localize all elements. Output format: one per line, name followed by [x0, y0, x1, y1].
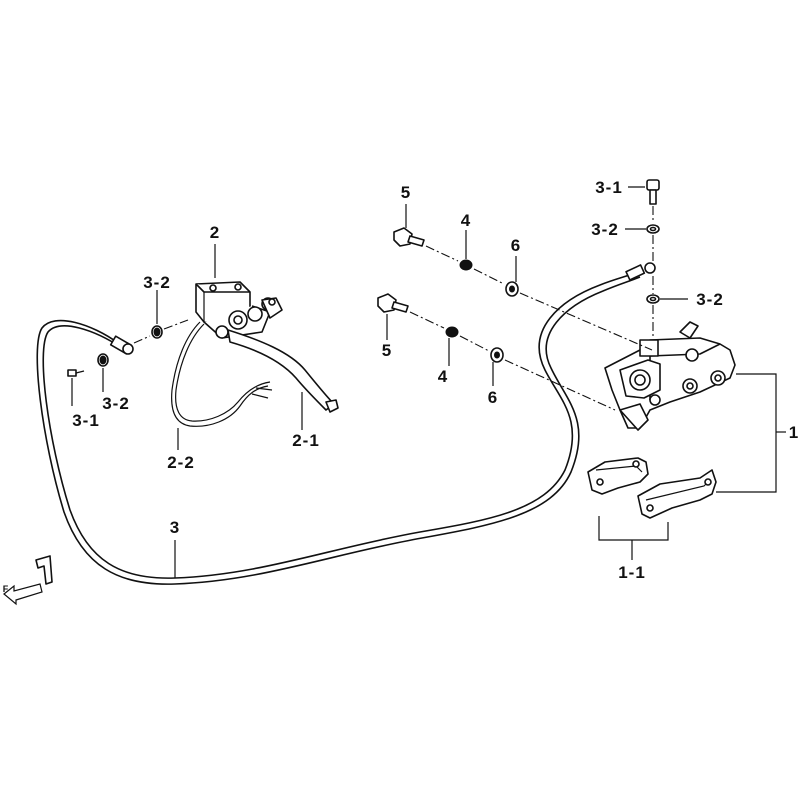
- spacer-upper: [459, 259, 473, 271]
- label-bolt-5-upper: 5: [401, 183, 411, 202]
- mount-bolt-upper: [393, 227, 425, 247]
- label-spacer-4-upper: 4: [461, 211, 471, 230]
- right-banjo-bolt: [646, 179, 660, 205]
- front-direction-arrow-icon: [3, 555, 53, 606]
- label-caliper-1: 1: [789, 423, 799, 442]
- left-banjo-bolt: [67, 369, 85, 377]
- label-washer-6-lower: 6: [488, 388, 498, 407]
- label-washer-3-2-left-lower: 3-2: [102, 394, 130, 413]
- washer-upper: [505, 281, 519, 297]
- label-front-marker: F: [3, 584, 10, 594]
- master-cylinder: [171, 281, 339, 427]
- brake-pad-right: [637, 469, 717, 519]
- label-washer-3-2-left: 3-2: [143, 273, 171, 292]
- label-bolt-3-1-left: 3-1: [72, 411, 100, 430]
- brake-hose: [36, 262, 656, 585]
- left-washer-lower: [97, 353, 109, 367]
- label-washer-3-2-right-top: 3-2: [591, 220, 619, 239]
- label-bolt-3-1-right: 3-1: [595, 178, 623, 197]
- right-washer-lower: [646, 294, 660, 304]
- label-washer-3-2-right-mid: 3-2: [696, 290, 724, 309]
- assembly-line-lower: [409, 311, 616, 411]
- label-master-cylinder: 2: [210, 223, 220, 242]
- label-pads-1-1: 1-1: [618, 563, 646, 582]
- leader-lines: [71, 186, 786, 578]
- washer-lower: [490, 347, 504, 363]
- brake-caliper: [604, 321, 736, 431]
- assembly-line-upper: [425, 245, 653, 351]
- label-washer-6-upper: 6: [511, 236, 521, 255]
- left-assembly-line-upper: [133, 319, 189, 344]
- spacer-lower: [445, 326, 459, 338]
- left-washer-upper: [151, 325, 163, 339]
- label-switch-2-2: 2-2: [167, 453, 195, 472]
- brake-pad-left: [587, 457, 649, 495]
- label-hose-3: 3: [170, 518, 180, 537]
- mount-bolt-lower: [377, 293, 409, 313]
- label-spacer-4-lower: 4: [438, 367, 448, 386]
- right-washer-upper: [646, 224, 660, 234]
- label-bolt-5-lower: 5: [382, 341, 392, 360]
- label-lever-2-1: 2-1: [292, 431, 320, 450]
